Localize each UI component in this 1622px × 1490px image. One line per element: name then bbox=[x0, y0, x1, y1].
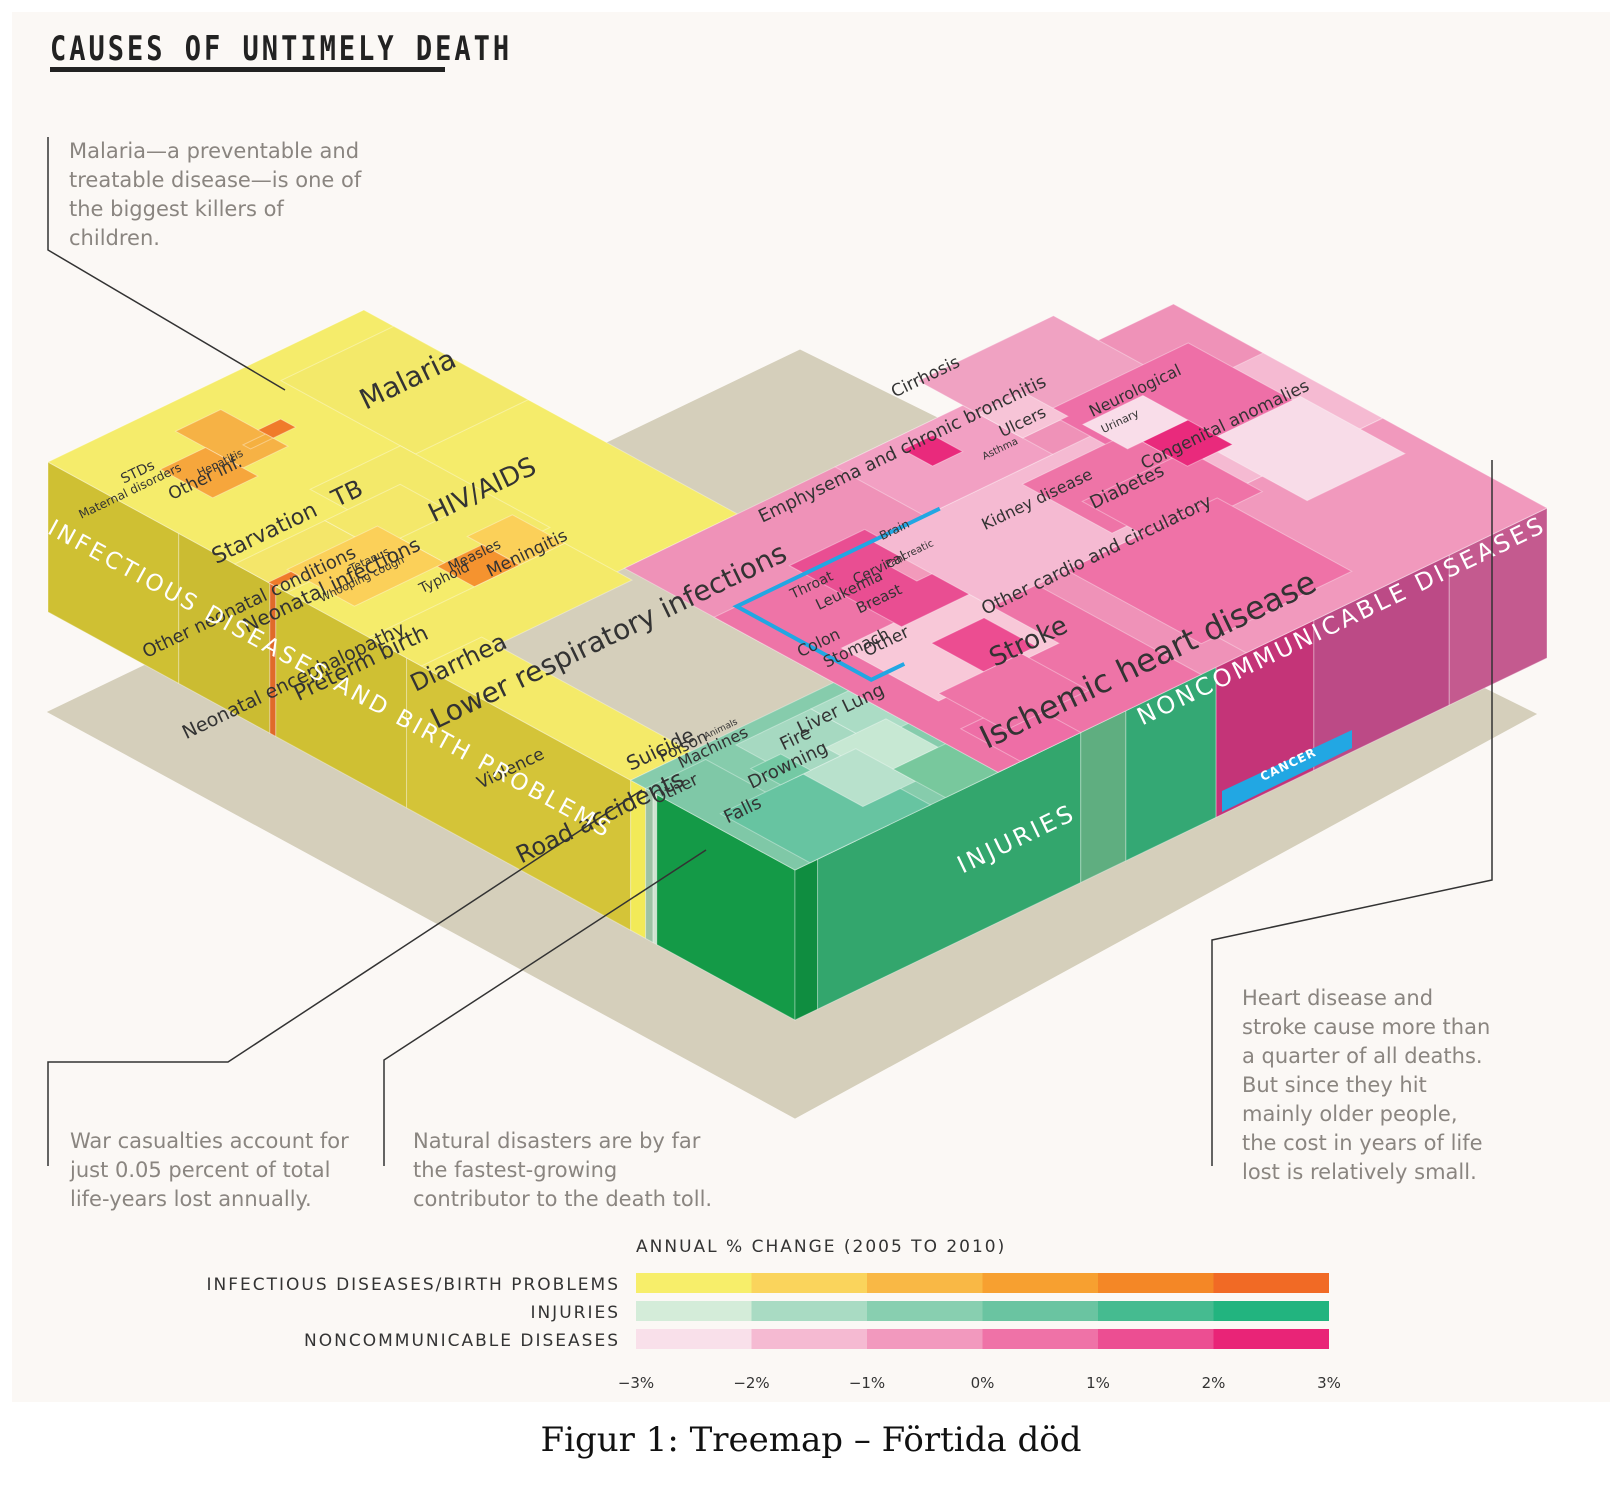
top-other-inf bbox=[159, 447, 259, 499]
legend-swatch-2-0 bbox=[636, 1329, 752, 1349]
legend-swatch-0-0 bbox=[636, 1273, 752, 1293]
top-small-orange-2 bbox=[241, 433, 275, 450]
legend-label-infectious: INFECTIOUS DISEASES/BIRTH PROBLEMS bbox=[206, 1275, 620, 1295]
legend-tick: 0% bbox=[970, 1374, 995, 1392]
legend-swatch-0-2 bbox=[867, 1273, 983, 1293]
top-small-pink bbox=[901, 434, 964, 467]
legend-label-noncommunicable: NONCOMMUNICABLE DISEASES bbox=[304, 1331, 620, 1351]
figure-caption: Figur 1: Treemap – Förtida död bbox=[540, 1420, 1082, 1460]
cancer-badge bbox=[1222, 730, 1352, 812]
legend-swatch-2-1 bbox=[751, 1329, 867, 1349]
top-diabetes bbox=[1081, 450, 1264, 543]
title-underline bbox=[50, 67, 445, 72]
legend-tick: −1% bbox=[848, 1374, 886, 1392]
note-heart-disease: Heart disease and stroke cause more than… bbox=[1242, 986, 1491, 1184]
legend-tick: 2% bbox=[1201, 1374, 1226, 1392]
legend-swatch-0-1 bbox=[751, 1273, 867, 1293]
legend-tick: 3% bbox=[1317, 1374, 1341, 1392]
top-animals bbox=[749, 753, 812, 786]
top-asthma bbox=[976, 391, 1069, 439]
legend-swatch-1-1 bbox=[751, 1301, 867, 1321]
legend-swatch-1-3 bbox=[982, 1301, 1098, 1321]
top-orange-stripe bbox=[267, 570, 300, 588]
top-typhoid bbox=[436, 544, 521, 588]
side-war-2 bbox=[652, 791, 658, 946]
top-machines bbox=[802, 748, 917, 808]
top-lri-base bbox=[368, 542, 634, 675]
note-natural-disasters: Natural disasters are by far the fastest… bbox=[413, 1129, 713, 1211]
leader-disasters bbox=[383, 849, 707, 1166]
top-ulcers bbox=[1081, 394, 1189, 450]
note-malaria: Malaria—a preventable and treatable dise… bbox=[69, 139, 362, 250]
cancer-outline bbox=[732, 506, 941, 683]
top-neonatal-inf bbox=[286, 525, 446, 607]
legend-tick: −3% bbox=[617, 1374, 655, 1392]
side-war bbox=[645, 787, 654, 944]
legend-swatch-1-0 bbox=[636, 1301, 752, 1321]
top-other-cancer bbox=[930, 617, 1038, 673]
legend-swatch-2-2 bbox=[867, 1329, 983, 1349]
top-other-cardio bbox=[1065, 497, 1353, 645]
side-disasters-edge bbox=[794, 858, 819, 1021]
note-war-casualties: War casualties account for just 0.05 per… bbox=[70, 1129, 349, 1211]
legend-swatch-1-5 bbox=[1213, 1301, 1329, 1321]
leader-heart bbox=[1211, 460, 1493, 1166]
legend-swatch-2-4 bbox=[1098, 1329, 1214, 1349]
legend-swatch-0-3 bbox=[982, 1273, 1098, 1293]
top-lung bbox=[937, 653, 1090, 731]
legend-title: ANNUAL % CHANGE (2005 TO 2010) bbox=[636, 1237, 1007, 1257]
leader-war bbox=[47, 789, 643, 1166]
side-injuries-2 bbox=[1080, 709, 1127, 884]
leader-malaria bbox=[47, 137, 286, 391]
legend-tick: −2% bbox=[733, 1374, 770, 1392]
legend-swatch-2-3 bbox=[982, 1329, 1098, 1349]
legend-tick: 1% bbox=[1086, 1374, 1110, 1392]
legend-swatch-2-5 bbox=[1213, 1329, 1329, 1349]
legend-swatch-1-2 bbox=[867, 1301, 983, 1321]
page-title: CAUSES OF UNTIMELY DEATH bbox=[50, 30, 513, 69]
legend-swatch-0-4 bbox=[1098, 1273, 1214, 1293]
legend-label-injuries: INJURIES bbox=[530, 1303, 620, 1323]
legend-swatch-1-4 bbox=[1098, 1301, 1214, 1321]
top-congenital bbox=[1201, 395, 1407, 502]
top-malaria bbox=[279, 325, 530, 455]
legend-swatch-0-5 bbox=[1213, 1273, 1329, 1293]
